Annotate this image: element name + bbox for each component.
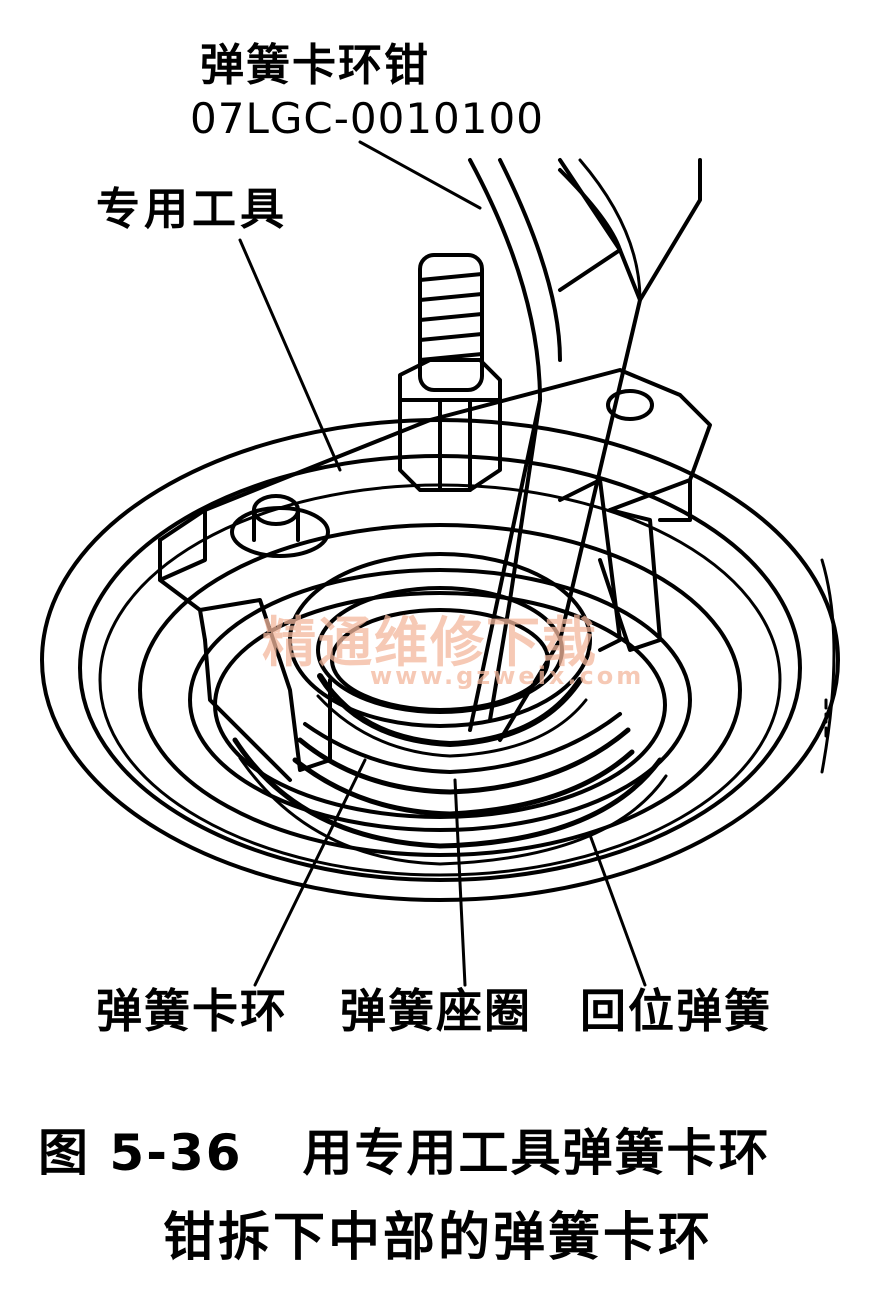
leader-return-spring	[588, 833, 647, 987]
figure-number: 图 5-36	[38, 1124, 243, 1182]
leader-tool-name	[358, 140, 482, 210]
watermark-url: www.gzweix.com	[370, 662, 645, 690]
special-tool-plate	[158, 368, 712, 782]
leader-snap-ring	[253, 758, 367, 987]
label-snap-ring-pliers: 弹簧卡环钳	[200, 40, 430, 91]
label-special-tool: 专用工具	[96, 184, 288, 235]
caption-text-1: 用专用工具弹簧卡环	[302, 1124, 771, 1182]
label-return-spring: 回位弹簧	[580, 984, 772, 1038]
label-spring-seat: 弹簧座圈	[340, 984, 532, 1038]
watermark-text: 精通维修下载	[262, 610, 598, 674]
leader-lines	[238, 140, 647, 987]
figure-caption-line-2: 钳拆下中部的弹簧卡环	[162, 1208, 713, 1268]
label-snap-ring: 弹簧卡环	[96, 984, 288, 1038]
return-spring-coils	[292, 712, 635, 817]
bolt-and-nut	[398, 253, 502, 492]
leader-spring-seat	[453, 778, 467, 987]
snap-ring-pliers	[468, 158, 702, 742]
leader-special-tool	[238, 238, 342, 472]
label-tool-code: 07LGC-0010100	[190, 94, 544, 143]
